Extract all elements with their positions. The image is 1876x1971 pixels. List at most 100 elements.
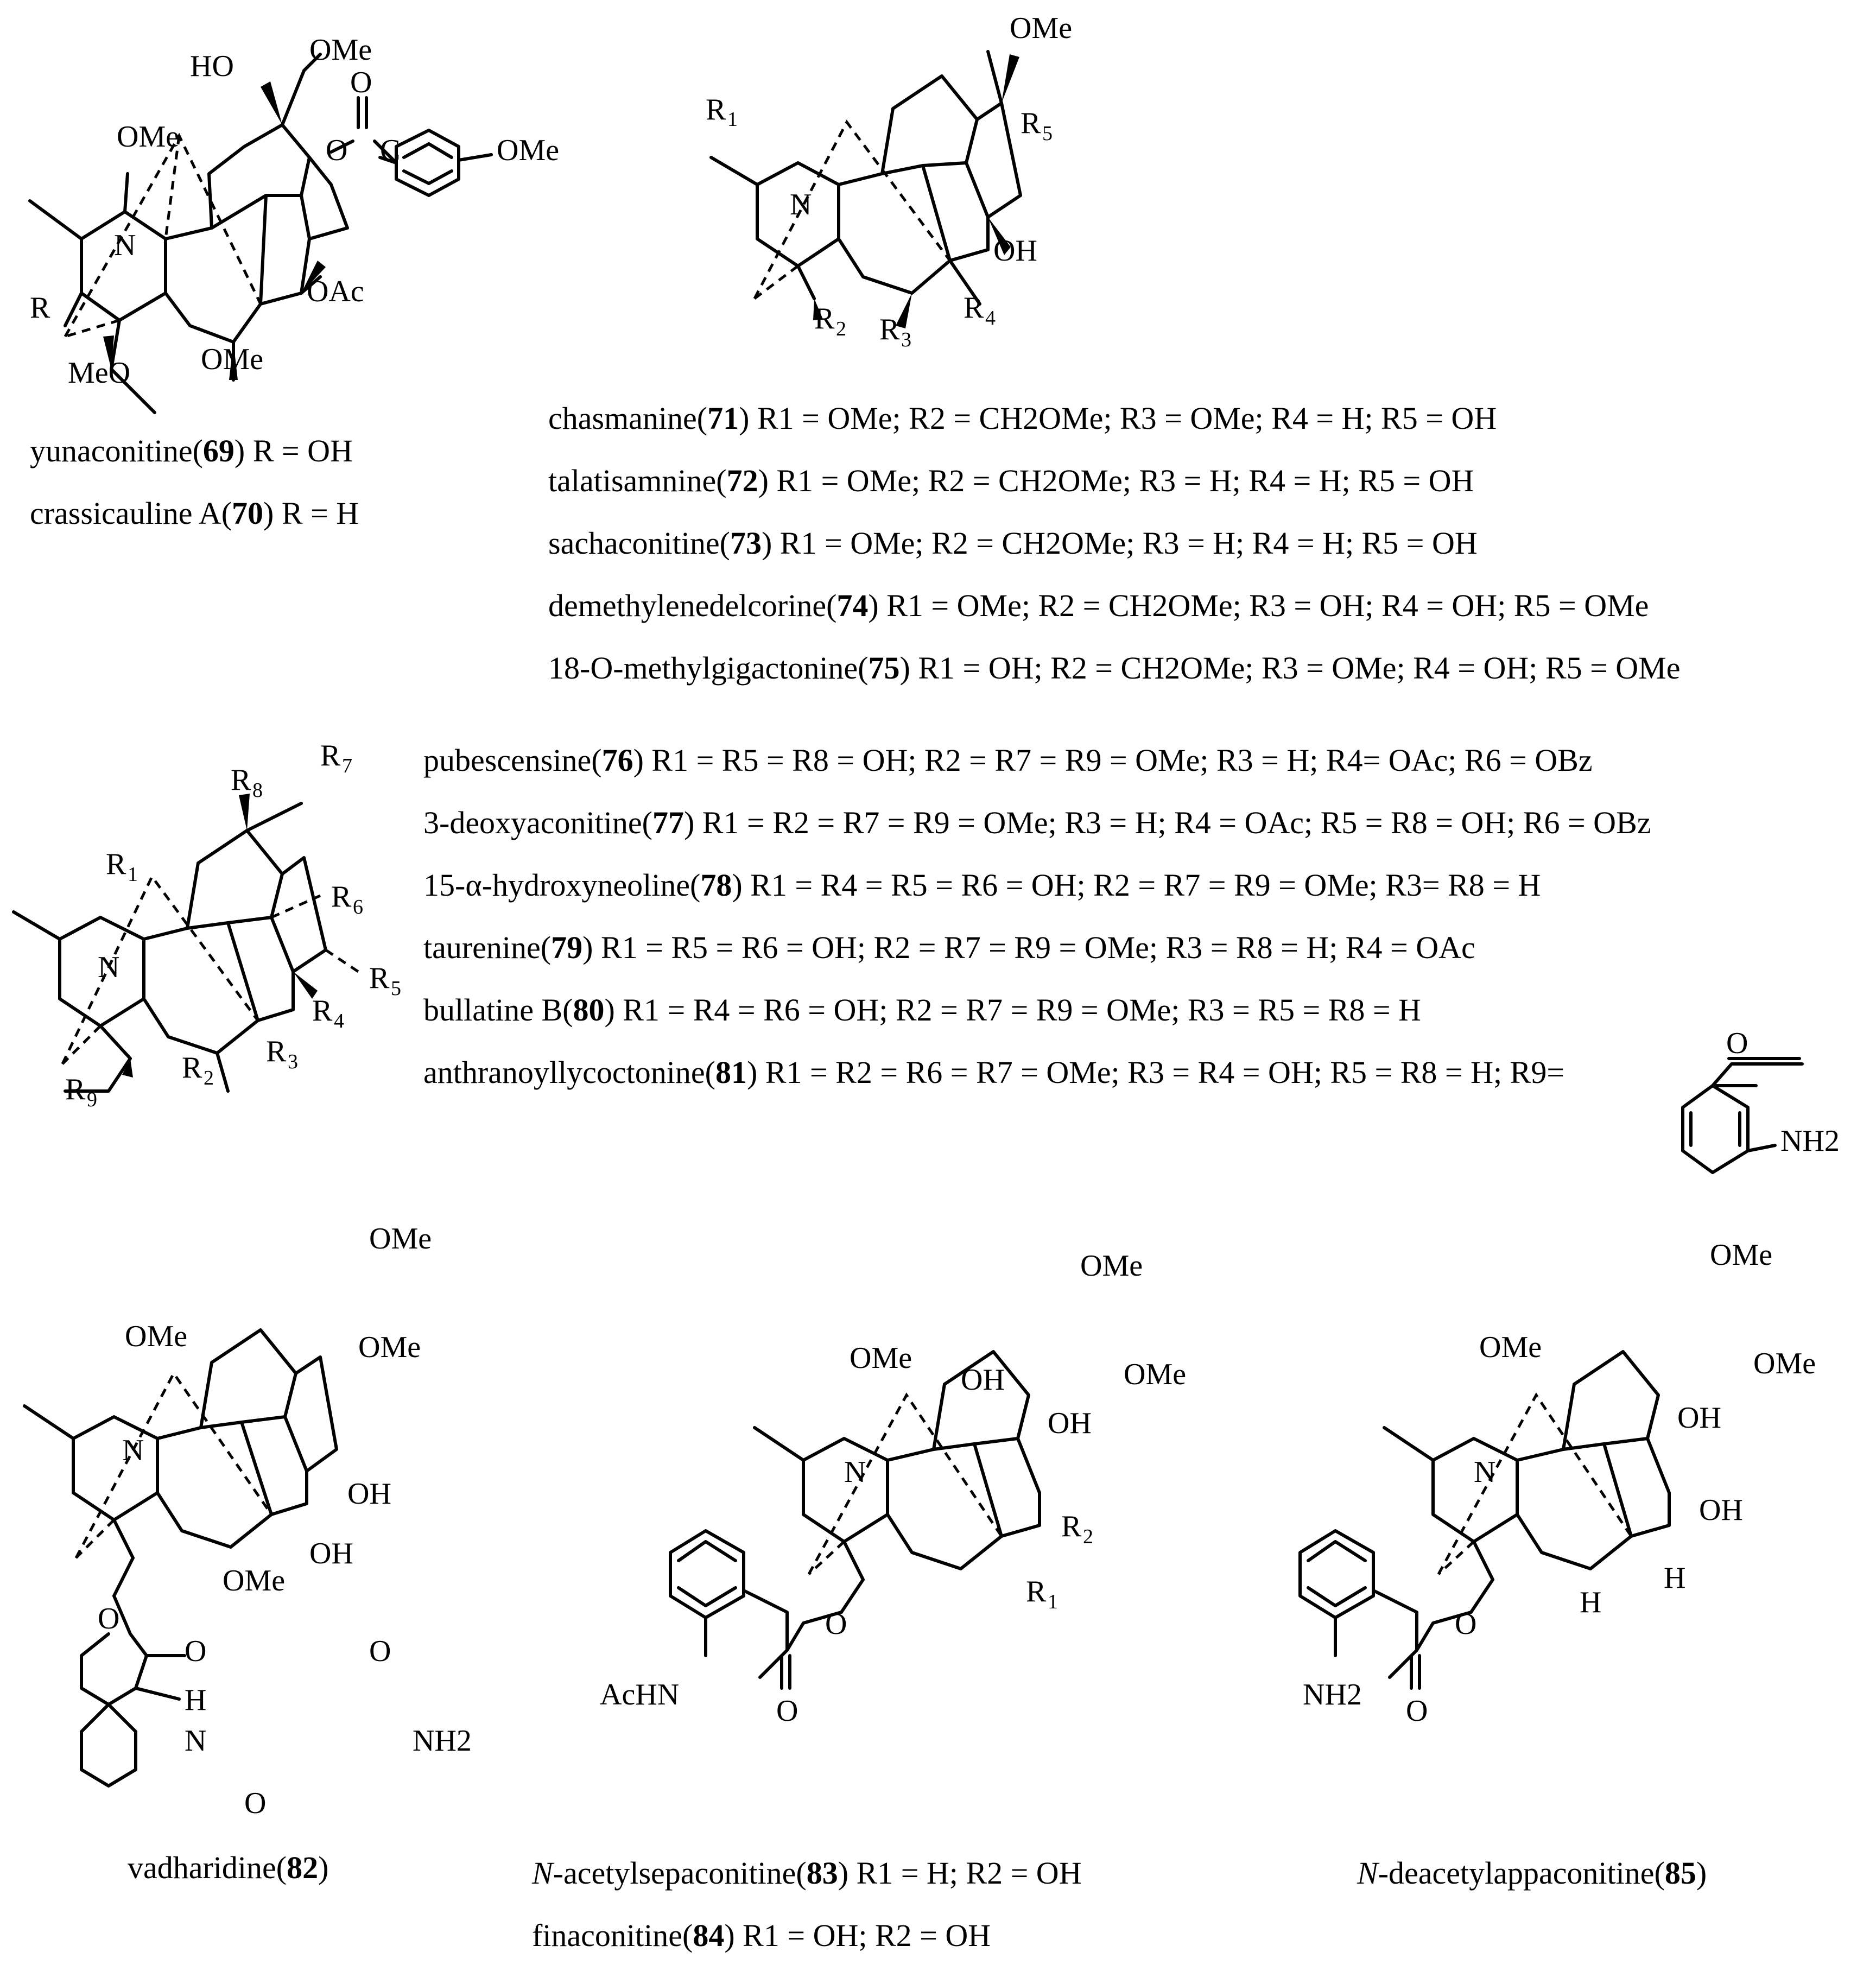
svg-text:2: 2 [204, 1067, 214, 1089]
stereo-wedges [103, 81, 326, 380]
atom-oh: OH [1699, 1493, 1743, 1527]
atom-r2: R [1061, 1510, 1082, 1543]
atom-n: N [790, 188, 812, 221]
atom-ome: OMe [1753, 1347, 1816, 1380]
atom-r1: R [706, 93, 726, 126]
stereo-dashed [74, 1371, 273, 1559]
atom-h: H [185, 1683, 206, 1717]
atom-n: N [98, 950, 119, 984]
atom-n: N [1474, 1455, 1495, 1489]
atom-oac: OAc [307, 275, 364, 308]
atom-h: H [1580, 1586, 1601, 1619]
atom-ome: OMe [223, 1564, 285, 1598]
atom-o: O [825, 1607, 847, 1641]
svg-text:6: 6 [353, 896, 363, 918]
atom-o: O [369, 1634, 391, 1668]
structure-85: OMe OMe OMe OH N OH H H O O NH2 N-deacet… [1298, 1238, 1816, 1891]
atom-oh: OH [1048, 1406, 1092, 1440]
stereo-wedges [813, 54, 1019, 328]
atom-ome: OMe [125, 1320, 187, 1353]
atom-nh2: NH2 [1780, 1124, 1840, 1158]
atom-r1: R [106, 847, 126, 881]
svg-text:3: 3 [288, 1050, 298, 1073]
caption-line: vadharidine(82) [128, 1850, 328, 1885]
atom-r: R [30, 291, 50, 325]
atom-r3: R [266, 1035, 287, 1068]
svg-text:5: 5 [391, 977, 401, 1000]
captions: N-deacetylappaconitine(85) [1357, 1855, 1707, 1891]
atom-r5: R [1021, 106, 1041, 140]
svg-text:1: 1 [128, 863, 138, 886]
atom-o: O [185, 1634, 206, 1668]
atom-h: H [1664, 1561, 1685, 1595]
caption-line: N-acetylsepaconitine(83) R1 = H; R2 = OH [531, 1855, 1082, 1891]
atom-r6: R [331, 880, 352, 914]
captions: N-acetylsepaconitine(83) R1 = H; R2 = OH… [531, 1855, 1082, 1953]
structure-82: OMe OMe OMe N OH OMe OH O O H N O O NH2 … [23, 1222, 472, 1885]
atom-oh: OH [1677, 1401, 1721, 1435]
svg-text:7: 7 [342, 755, 352, 777]
atom-o: O [98, 1602, 119, 1636]
atom-oh: OH [347, 1477, 391, 1511]
caption-line: 15-α-hydroxyneoline(78) R1 = R4 = R5 = R… [423, 867, 1541, 903]
svg-text:1: 1 [727, 108, 738, 131]
svg-text:2: 2 [836, 318, 846, 340]
caption-line: N-deacetylappaconitine(85) [1357, 1855, 1707, 1891]
atom-ome: OMe [358, 1330, 421, 1364]
atom-r2: R [182, 1051, 202, 1085]
atom-r7: R [320, 739, 341, 772]
skeleton-bonds [1298, 1350, 1671, 1690]
atom-r1: R [1026, 1575, 1047, 1608]
atom-ome: OMe [201, 343, 263, 376]
stereo-dashed [1437, 1392, 1633, 1575]
structure-69: HO OMe OMe O O C OMe N R OAc MeO OMe yun… [28, 33, 559, 531]
atom-r3: R [879, 313, 900, 346]
captions: yunaconitine(69) R = OH crassicauline A(… [30, 433, 359, 531]
atom-labels: HO OMe OMe O O C OMe N R OAc MeO OMe [30, 33, 559, 390]
stereo-dashed [61, 874, 359, 1065]
caption-line: sachaconitine(73) R1 = OMe; R2 = CH2OMe;… [548, 525, 1478, 561]
atom-r9: R [65, 1073, 86, 1106]
caption-line: 18-O-methylgigactonine(75) R1 = OH; R2 =… [548, 650, 1681, 686]
atom-ome: OMe [1710, 1238, 1772, 1272]
svg-text:9: 9 [87, 1088, 97, 1111]
caption-line: chasmanine(71) R1 = OMe; R2 = CH2OMe; R3… [548, 401, 1497, 436]
skeleton-bonds [12, 802, 327, 1093]
atom-o: O [326, 134, 347, 167]
atom-o: O [776, 1694, 798, 1728]
atom-oh: OH [993, 234, 1037, 268]
atom-labels: OMe OMe OMe N OH OMe OH O O H N O O NH2 [98, 1222, 472, 1820]
atom-r5: R [369, 961, 390, 995]
atom-nh2: NH2 [413, 1724, 472, 1758]
atom-c: C [380, 134, 400, 167]
atom-meo: MeO [68, 356, 130, 390]
caption-line: finaconitine(84) R1 = OH; R2 = OH [532, 1918, 991, 1953]
caption-line: pubescensine(76) R1 = R5 = R8 = OH; R2 =… [423, 743, 1593, 778]
svg-text:2: 2 [1083, 1525, 1093, 1548]
atom-n: N [185, 1724, 206, 1758]
anthranoyl-substituent: O NH2 [1681, 1026, 1840, 1174]
atom-ome: OMe [1010, 11, 1072, 45]
skeleton-bonds [23, 1328, 338, 1788]
svg-text:4: 4 [985, 307, 996, 329]
atom-ome: OMe [1080, 1249, 1143, 1283]
atom-achn: AcHN [600, 1678, 679, 1712]
atom-r2: R [814, 302, 835, 335]
atom-o: O [1406, 1694, 1428, 1728]
svg-text:8: 8 [252, 779, 263, 802]
atom-labels: OMe OMe OMe OH N OH H H O O NH2 [1303, 1238, 1816, 1728]
atom-n: N [114, 229, 136, 262]
stereo-dashed [753, 119, 952, 300]
atom-ho: HO [190, 49, 234, 83]
caption-line: 3-deoxyaconitine(77) R1 = R2 = R7 = R9 =… [423, 805, 1651, 840]
atom-o: O [244, 1786, 266, 1820]
atom-o: O [1726, 1026, 1748, 1060]
atom-ome: OMe [850, 1341, 912, 1375]
atom-oh: OH [309, 1537, 353, 1570]
